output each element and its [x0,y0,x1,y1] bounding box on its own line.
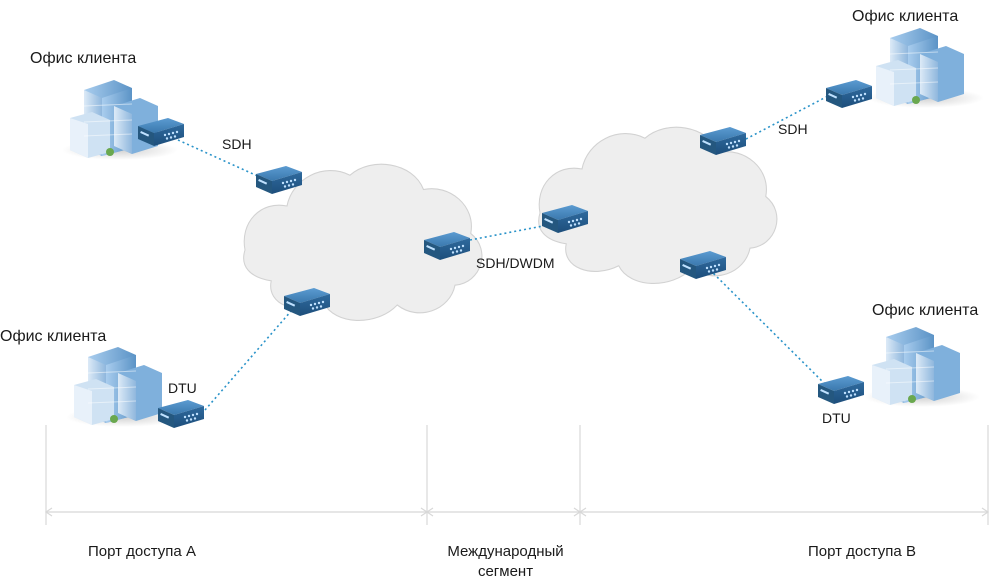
link-label-dtu-left: DTU [168,380,197,396]
office-building-icon-bottom-right [863,326,981,408]
link-label-sdh-right: SDH [778,121,808,137]
office-label-top-right: Офис клиента [852,8,959,25]
office-label-bottom-left: Офис клиента [0,328,107,345]
link-dtu-left [204,309,293,411]
link-sdh-dwdm [469,225,544,241]
office-label-top-left: Офис клиента [30,50,137,67]
office-building-icon-top-right [867,27,985,109]
link-sdh-right [745,95,829,140]
segment-label-port-b: Порт доступа В [808,543,916,560]
segment-label-port-a: Порт доступа А [88,543,196,560]
segment-ruler [44,425,990,525]
link-dtu-right [709,269,827,386]
link-sdh-left [177,139,263,179]
cloud-right [538,126,778,284]
device-icon-office-top-right [826,80,872,108]
device-icon-office-bottom-left [158,400,204,428]
office-label-bottom-right: Офис клиента [872,302,979,319]
link-label-dtu-right: DTU [822,410,851,426]
link-lines [177,95,829,411]
device-icon-sdh-right [700,127,746,155]
device-icon-office-bottom-right [818,376,864,404]
link-label-sdh-dwdm: SDH/DWDM [476,255,555,271]
segment-label-international: Международный сегмент [447,543,564,580]
link-label-sdh-left: SDH [222,136,252,152]
